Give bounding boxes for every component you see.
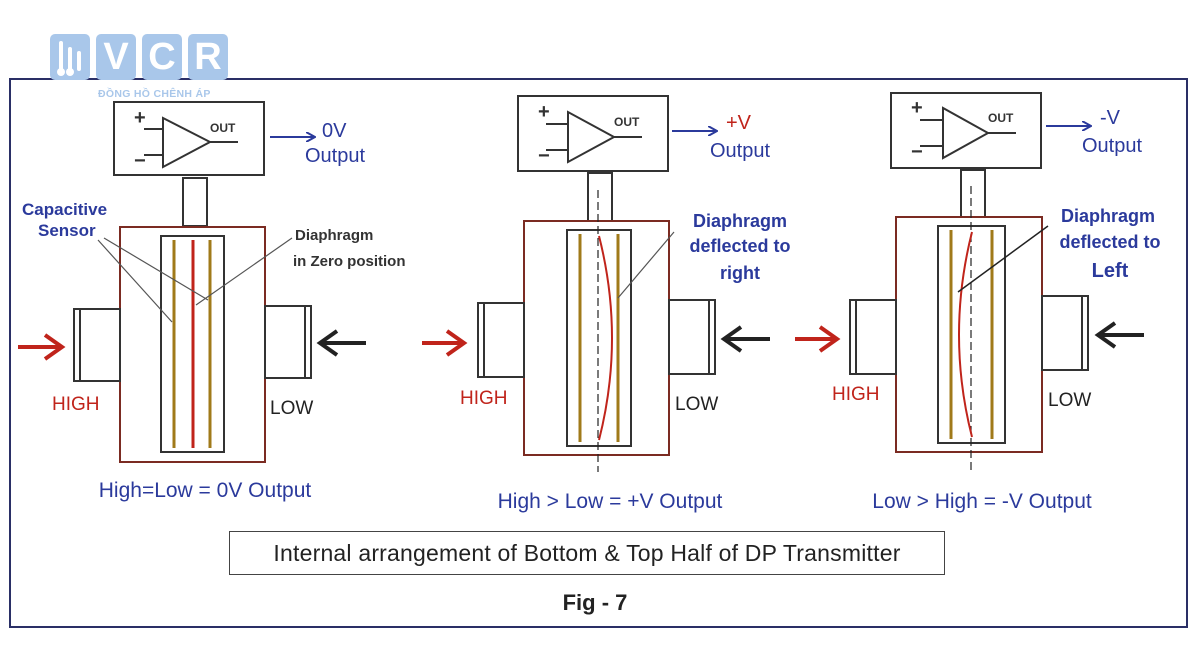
out-label: OUT [614, 115, 640, 129]
diaphragm-label-3: right [720, 263, 760, 283]
diaphragm-deflected [958, 231, 973, 438]
diaphragm-label: Diaphragm [295, 227, 373, 244]
low-port [264, 305, 312, 379]
high-pressure-arrow [795, 325, 841, 353]
diaphragm-leader [195, 237, 293, 306]
sensor-label: Capacitive [22, 200, 107, 219]
amplifier-block: + − OUT [113, 101, 265, 176]
equation: High=Low = 0V Output [99, 479, 312, 502]
plus-sign: + [134, 107, 146, 129]
output-word: Output [710, 140, 770, 162]
panel-negative-output: + − OUT -V Output HIGH LOW Diaphragm def… [795, 92, 1161, 513]
high-label: HIGH [52, 394, 100, 415]
panel-positive-output: + − OUT +V Output HIGH LOW Diaphragm def… [422, 95, 791, 513]
logo-letter-r: R [188, 34, 228, 80]
output-value: +V [726, 112, 752, 134]
output-word: Output [305, 145, 365, 167]
high-label: HIGH [460, 388, 508, 409]
sensor-leader-1 [97, 239, 173, 323]
figure-label: Fig - 7 [562, 590, 628, 615]
diaphragm-leader [957, 225, 1049, 293]
equation: High > Low = +V Output [498, 490, 723, 513]
stem [587, 172, 613, 222]
low-label: LOW [1048, 390, 1091, 411]
stem [182, 177, 208, 227]
diaphragm-label: Diaphragm [1061, 206, 1155, 226]
logo-tagline: ĐỒNG HỒ CHÊNH ÁP [98, 88, 211, 100]
low-port [668, 299, 716, 375]
op-amp-icon [942, 106, 991, 160]
high-label: HIGH [832, 384, 880, 405]
low-label: LOW [675, 394, 718, 415]
sensor-label-2: Sensor [38, 221, 96, 240]
out-label: OUT [988, 111, 1014, 125]
output-value: 0V [322, 120, 347, 142]
logo-letter-v: V [96, 34, 136, 80]
equation: Low > High = -V Output [872, 490, 1092, 513]
outer-frame [9, 78, 1188, 628]
logo-thermometer-icon [50, 34, 90, 80]
vcr-logo: V C R ĐỒNG HỒ CHÊNH ÁP [50, 32, 230, 102]
sensor-leader-2 [103, 237, 209, 301]
diaphragm-label-2: in Zero position [293, 253, 406, 270]
sensor-chamber [566, 229, 632, 447]
logo-letter-c: C [142, 34, 182, 80]
diaphragm-leader [617, 231, 675, 299]
high-port [477, 302, 525, 378]
plus-sign: + [538, 101, 550, 123]
output-word: Output [1082, 135, 1142, 157]
diaphragm-label-3: Left [1092, 260, 1129, 282]
diaphragm-deflected [598, 235, 613, 441]
output-value: -V [1100, 107, 1121, 129]
low-pressure-arrow [720, 325, 770, 353]
low-pressure-arrow [316, 329, 366, 357]
amplifier-block: + − OUT [517, 95, 669, 172]
high-pressure-arrow [422, 329, 468, 357]
minus-sign: − [911, 141, 923, 163]
minus-sign: − [538, 145, 550, 167]
plus-sign: + [911, 97, 923, 119]
minus-sign: − [134, 150, 146, 172]
caption: Internal arrangement of Bottom & Top Hal… [229, 531, 945, 575]
high-port [73, 308, 121, 382]
amplifier-block: + − OUT [890, 92, 1042, 169]
diaphragm-label: Diaphragm [693, 211, 787, 231]
low-port [1041, 295, 1089, 371]
diaphragm-label-2: deflected to [689, 236, 790, 256]
stem [960, 169, 986, 219]
out-label: OUT [210, 121, 236, 135]
diaphragm-label-2: deflected to [1059, 232, 1160, 252]
panel-zero-output: + − OUT 0V Output HIGH LOW Capacitive Se… [18, 101, 406, 502]
low-label: LOW [270, 398, 313, 419]
low-pressure-arrow [1094, 321, 1144, 349]
op-amp-icon [567, 110, 617, 164]
op-amp-icon [162, 116, 213, 169]
high-port [849, 299, 897, 375]
high-pressure-arrow [18, 333, 66, 361]
